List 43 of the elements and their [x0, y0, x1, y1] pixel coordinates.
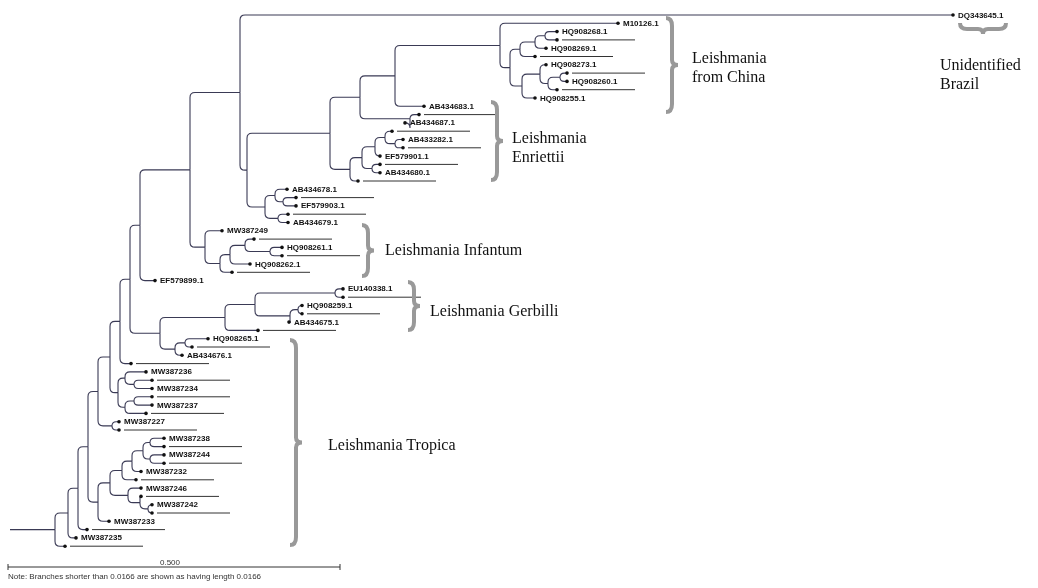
taxon-label: MW387238 — [169, 433, 210, 443]
clade-label: Leishmania from China — [692, 48, 768, 87]
taxon-label: MW387249 — [227, 226, 268, 236]
taxon-label: AB434680.1 — [385, 168, 430, 178]
taxon-label: AB434675.1 — [294, 317, 339, 327]
clade-label: Leishmania Infantum — [385, 240, 523, 260]
taxon-label: DQ343645.1 — [958, 10, 1004, 20]
taxon-label: AB434687.1 — [410, 118, 455, 128]
clade-label: Leishmania Gerbilli — [430, 301, 559, 321]
taxon-label: MW387233 — [114, 516, 155, 526]
clade-label: Leishmania Enriettii — [512, 128, 588, 167]
footnote: Note: Branches shorter than 0.0166 are shown as having length 0.0166 — [8, 572, 262, 581]
taxon-label: EF579899.1 — [160, 276, 204, 286]
scale-value: 0.500 — [160, 558, 181, 567]
taxon-label: HQ908269.1 — [551, 43, 597, 53]
taxon-label: MW387232 — [146, 467, 187, 476]
taxon-label: MW387244 — [169, 450, 210, 460]
taxon-label: MW387235 — [81, 533, 122, 543]
taxon-label: HQ908261.1 — [287, 242, 333, 252]
taxon-label: HQ908255.1 — [540, 93, 586, 103]
taxon-label: HQ908265.1 — [213, 334, 259, 344]
taxon-label: MW387236 — [151, 367, 192, 377]
taxon-label: MW387237 — [157, 400, 198, 410]
taxon-label: AB434679.1 — [293, 218, 338, 227]
taxon-label: MW387234 — [157, 384, 198, 393]
taxon-label: MW387227 — [124, 417, 165, 427]
taxon-label: M10126.1 — [623, 18, 659, 28]
taxon-label: HQ908260.1 — [572, 76, 618, 86]
taxon-label: HQ908273.1 — [551, 60, 597, 70]
taxon-label: AB434676.1 — [187, 350, 232, 360]
taxon-label: HQ908268.1 — [562, 27, 608, 37]
taxon-label: EF579903.1 — [301, 201, 345, 211]
taxon-label: HQ908262.1 — [255, 259, 301, 269]
taxon-label: EU140338.1 — [348, 284, 393, 294]
taxon-label: HQ908259.1 — [307, 301, 353, 310]
taxon-label: MW387246 — [146, 483, 187, 493]
taxon-label: AB434683.1 — [429, 101, 474, 111]
taxon-label: MW387242 — [157, 500, 198, 510]
clade-label: Leishmania Tropica — [328, 435, 456, 455]
taxon-label: EF579901.1 — [385, 151, 429, 161]
taxon-label: AB434678.1 — [292, 184, 337, 194]
clade-label: Unidentified Brazil — [940, 55, 1022, 94]
taxon-label: AB433282.1 — [408, 135, 453, 144]
